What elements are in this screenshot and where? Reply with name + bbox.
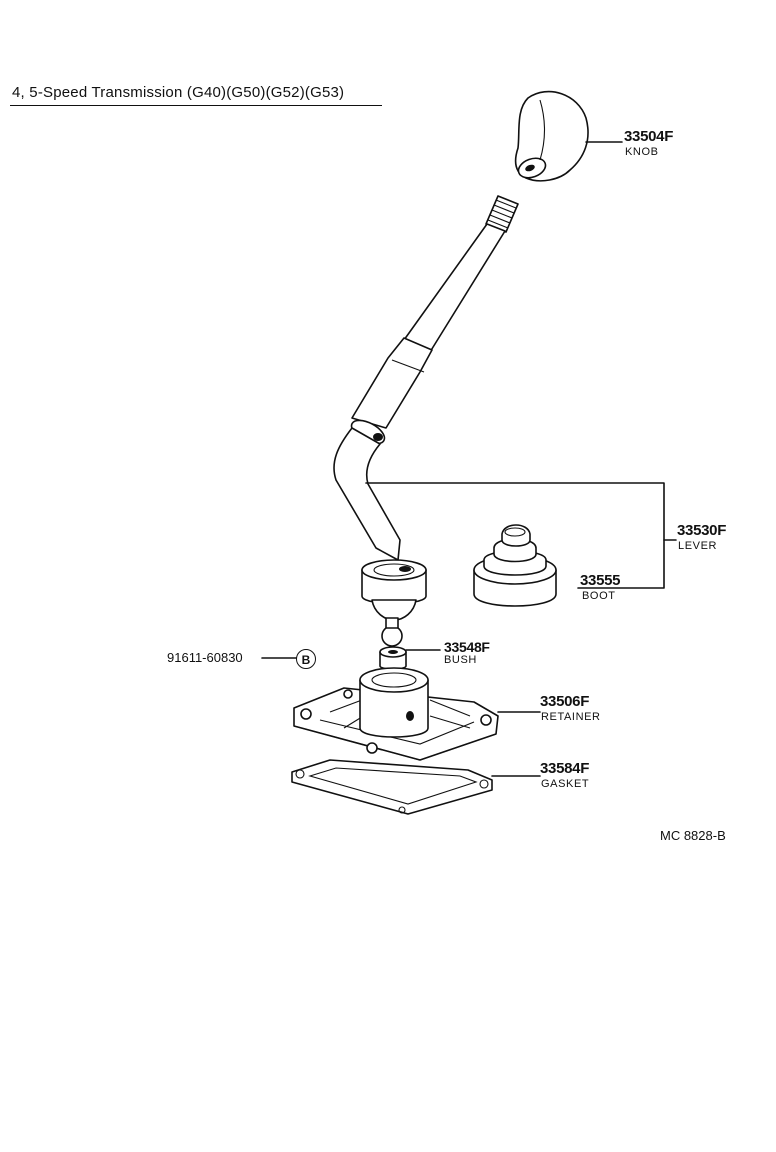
bush-drawing xyxy=(379,646,407,670)
lever-drawing xyxy=(333,195,519,647)
part-number-gasket: 33584F xyxy=(540,760,590,777)
part-name-bush: BUSH xyxy=(444,654,477,666)
fastener-part-number: 91611-60830 xyxy=(167,650,243,665)
part-name-gasket: GASKET xyxy=(541,778,590,790)
part-name-lever: LEVER xyxy=(678,540,718,552)
part-name-retainer: RETAINER xyxy=(541,711,601,723)
part-number-lever: 33530F xyxy=(677,522,727,539)
part-number-bush: 33548F xyxy=(444,639,490,655)
lever-bracket-line xyxy=(365,482,665,589)
part-name-knob: KNOB xyxy=(625,146,659,158)
knob-drawing xyxy=(514,90,589,182)
boot-drawing xyxy=(473,524,557,607)
part-number-boot: 33555 xyxy=(580,572,621,589)
retainer-drawing xyxy=(293,667,499,761)
title-underline xyxy=(10,105,382,106)
gasket-drawing xyxy=(291,759,493,815)
part-number-retainer: 33506F xyxy=(540,693,590,710)
diagram-title: 4, 5-Speed Transmission (G40)(G50)(G52)(… xyxy=(12,84,345,101)
part-number-knob: 33504F xyxy=(624,128,674,145)
part-name-boot: BOOT xyxy=(582,590,616,602)
fastener-badge: B xyxy=(296,649,316,669)
diagram-code: MC 8828-B xyxy=(660,828,726,843)
